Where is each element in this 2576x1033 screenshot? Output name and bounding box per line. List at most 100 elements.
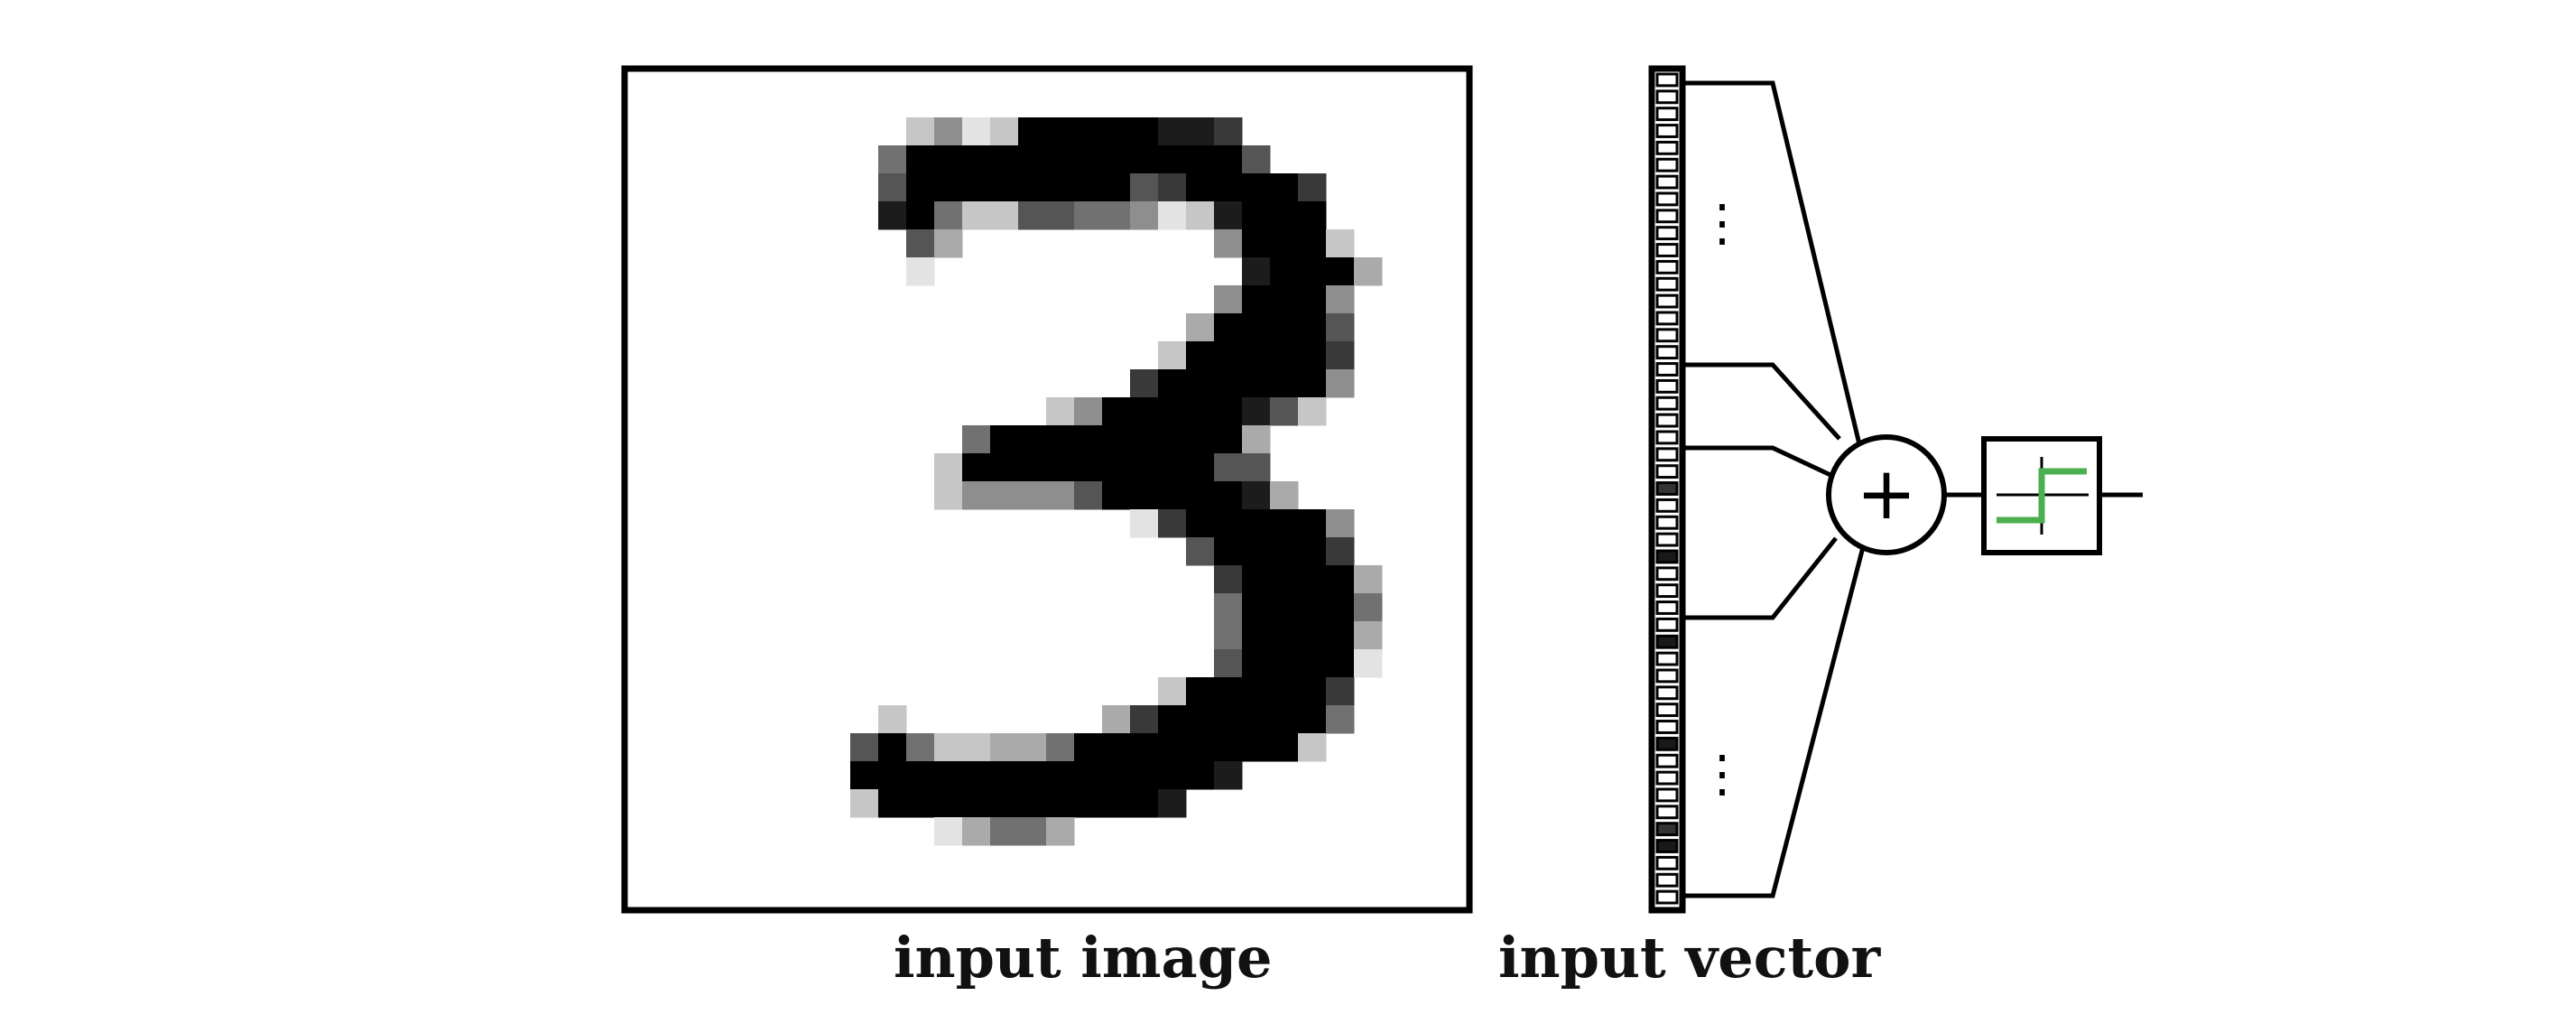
digit-pixel bbox=[962, 817, 991, 846]
digit-pixel bbox=[906, 173, 935, 202]
digit-pixel bbox=[1018, 789, 1047, 818]
digit-pixel bbox=[1242, 313, 1271, 342]
digit-pixel bbox=[1074, 117, 1103, 146]
digit-pixel bbox=[1298, 649, 1327, 678]
digit-pixel bbox=[1214, 313, 1243, 342]
digit-pixel bbox=[1046, 817, 1075, 846]
digit-pixel bbox=[1298, 201, 1327, 230]
digit-pixel bbox=[1158, 481, 1187, 510]
digit-pixel bbox=[1130, 145, 1159, 174]
input-vector-cell bbox=[1655, 498, 1679, 513]
digit-pixel bbox=[934, 761, 963, 790]
weight-connections bbox=[1682, 80, 2143, 898]
digit-pixel bbox=[962, 733, 991, 762]
digit-pixel bbox=[1326, 313, 1355, 342]
digit-pixel bbox=[1270, 313, 1299, 342]
digit-pixel bbox=[878, 173, 907, 202]
digit-pixel bbox=[1158, 201, 1187, 230]
digit-pixel bbox=[1214, 733, 1243, 762]
digit-pixel bbox=[1214, 397, 1243, 426]
ellipsis-top: ⋮ bbox=[1697, 194, 1747, 253]
digit-pixel bbox=[1186, 201, 1215, 230]
digit-pixel bbox=[990, 453, 1019, 482]
digit-pixel bbox=[1158, 509, 1187, 538]
digit-pixel bbox=[1102, 117, 1131, 146]
digit-pixel bbox=[1242, 677, 1271, 706]
digit-pixel bbox=[1242, 509, 1271, 538]
digit-pixel bbox=[878, 789, 907, 818]
digit-pixel bbox=[1298, 677, 1327, 706]
digit-pixel bbox=[1326, 565, 1355, 594]
digit-pixel bbox=[1130, 733, 1159, 762]
digit-pixel bbox=[1242, 145, 1271, 174]
input-vector-cell bbox=[1655, 872, 1679, 888]
digit-pixel bbox=[1298, 509, 1327, 538]
digit-pixel bbox=[1102, 145, 1131, 174]
digit-pixel bbox=[1186, 369, 1215, 398]
digit-pixel bbox=[1214, 453, 1243, 482]
input-vector-cell bbox=[1655, 583, 1679, 599]
digit-pixel bbox=[1158, 425, 1187, 454]
digit-pixel bbox=[1214, 145, 1243, 174]
digit-pixel bbox=[1046, 173, 1075, 202]
digit-pixel bbox=[906, 257, 935, 286]
digit-pixel bbox=[1270, 593, 1299, 622]
digit-pixel bbox=[1270, 481, 1299, 510]
digit-pixel bbox=[1242, 565, 1271, 594]
input-vector-cell bbox=[1655, 668, 1679, 684]
digit-pixel bbox=[1102, 789, 1131, 818]
digit-pixel bbox=[1270, 677, 1299, 706]
digit-pixel bbox=[1186, 425, 1215, 454]
digit-pixel bbox=[1270, 341, 1299, 370]
digit-pixel bbox=[990, 145, 1019, 174]
input-vector-cell bbox=[1655, 787, 1679, 803]
digit-pixel bbox=[850, 789, 879, 818]
digit-three-image bbox=[850, 117, 1383, 846]
digit-pixel bbox=[1046, 761, 1075, 790]
digit-pixel bbox=[1326, 341, 1355, 370]
input-vector-cell bbox=[1655, 566, 1679, 582]
digit-pixel bbox=[1018, 173, 1047, 202]
digit-pixel bbox=[934, 173, 963, 202]
digit-pixel bbox=[1298, 229, 1327, 258]
digit-pixel bbox=[1186, 481, 1215, 510]
digit-pixel bbox=[934, 481, 963, 510]
digit-pixel bbox=[878, 705, 907, 734]
digit-pixel bbox=[1214, 173, 1243, 202]
digit-pixel bbox=[1102, 425, 1131, 454]
digit-pixel bbox=[1186, 313, 1215, 342]
input-vector-cell bbox=[1655, 617, 1679, 632]
digit-pixel bbox=[1046, 481, 1075, 510]
digit-pixel bbox=[1298, 173, 1327, 202]
digit-pixel bbox=[962, 201, 991, 230]
input-vector-cell bbox=[1655, 753, 1679, 768]
digit-pixel bbox=[962, 789, 991, 818]
digit-pixel bbox=[990, 817, 1019, 846]
digit-pixel bbox=[1242, 621, 1271, 650]
digit-pixel bbox=[962, 173, 991, 202]
input-vector-cell bbox=[1655, 413, 1679, 428]
digit-pixel bbox=[1242, 173, 1271, 202]
input-vector-cell bbox=[1655, 532, 1679, 547]
input-vector-cell bbox=[1655, 839, 1679, 853]
input-vector-cell bbox=[1655, 600, 1679, 615]
digit-pixel bbox=[1018, 145, 1047, 174]
digit-pixel bbox=[1242, 201, 1271, 230]
input-vector-cell bbox=[1655, 107, 1679, 122]
digit-pixel bbox=[990, 201, 1019, 230]
digit-pixel bbox=[1046, 117, 1075, 146]
digit-pixel bbox=[1354, 649, 1383, 678]
digit-pixel bbox=[1186, 761, 1215, 790]
digit-pixel bbox=[934, 817, 963, 846]
digit-pixel bbox=[934, 145, 963, 174]
digit-pixel bbox=[850, 761, 879, 790]
digit-pixel bbox=[906, 201, 935, 230]
digit-pixel bbox=[1158, 789, 1187, 818]
digit-pixel bbox=[962, 145, 991, 174]
digit-pixel bbox=[1130, 173, 1159, 202]
digit-pixel bbox=[962, 425, 991, 454]
digit-pixel bbox=[878, 761, 907, 790]
digit-pixel bbox=[1074, 733, 1103, 762]
digit-pixel bbox=[962, 761, 991, 790]
input-vector-cell bbox=[1655, 209, 1679, 224]
